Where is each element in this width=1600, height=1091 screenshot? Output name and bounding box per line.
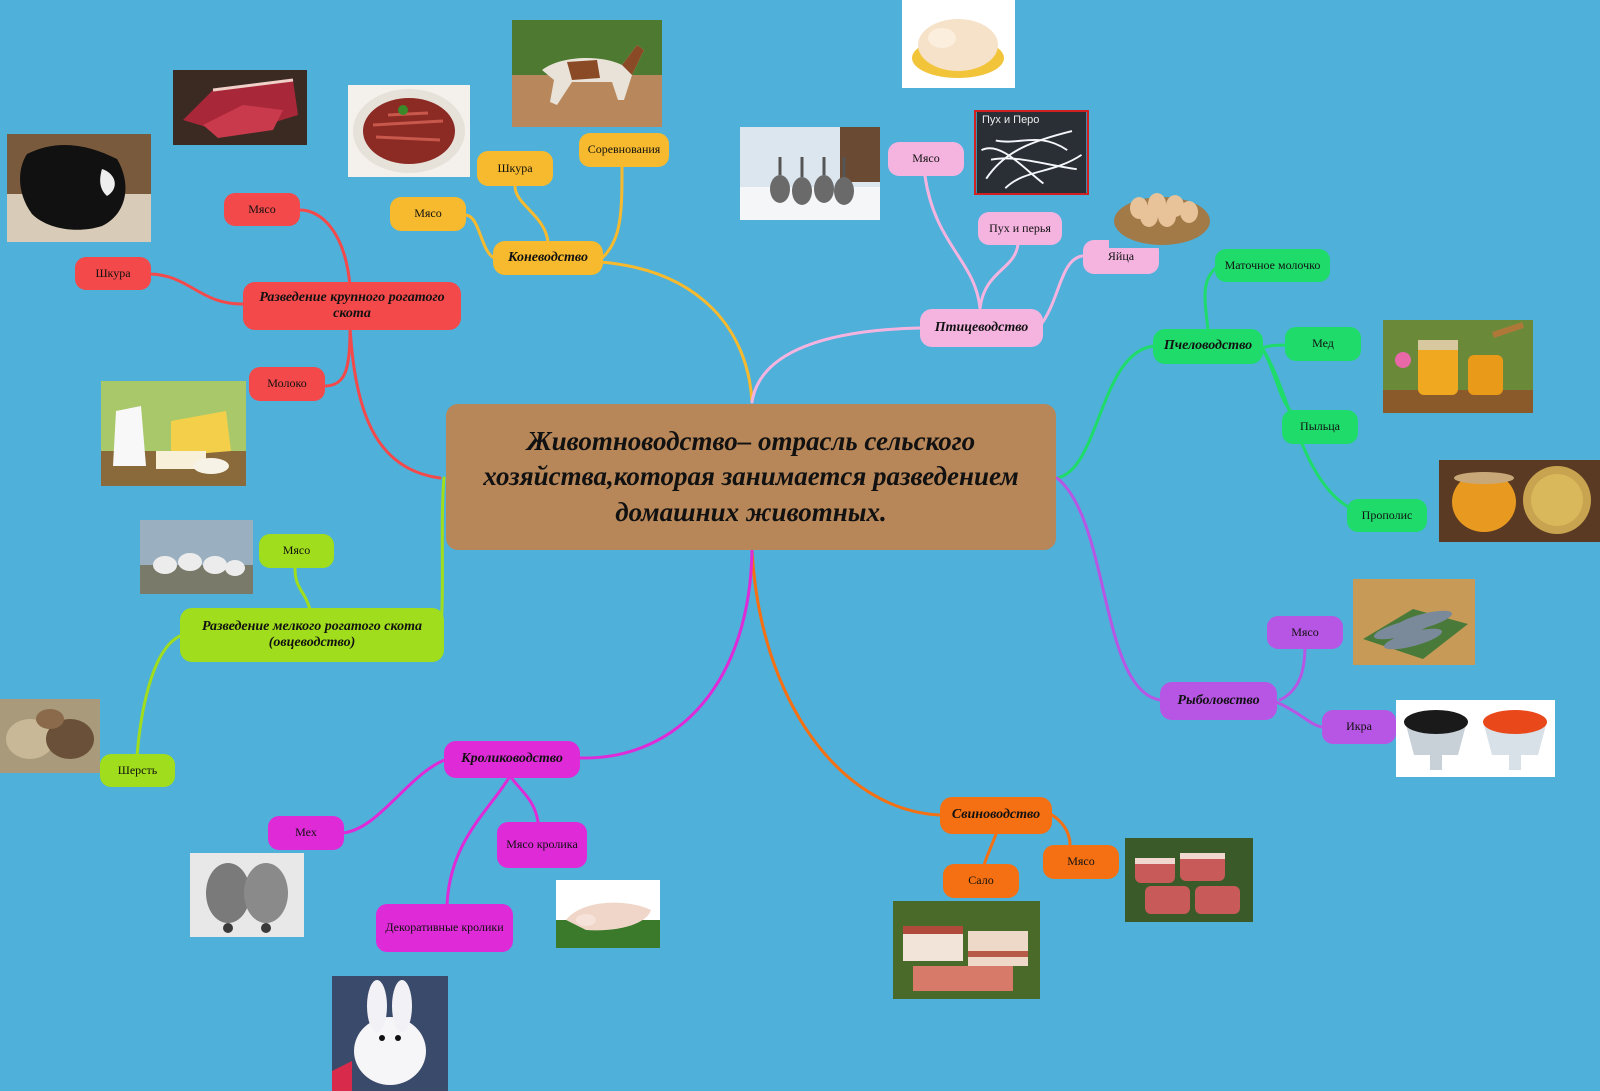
link-bees-jelly (1203, 264, 1220, 332)
link-rabbits-deco (445, 774, 512, 907)
link-horses-meat (463, 213, 496, 260)
horses-meat-node[interactable]: Мясо (390, 197, 466, 231)
bees-propolis-node[interactable]: Прополис (1347, 499, 1427, 532)
cattle-hide-node[interactable]: Шкура (75, 257, 151, 290)
branch-horses[interactable]: Коневодство (493, 241, 603, 275)
dairy-icon (101, 381, 246, 486)
branch-fishing[interactable]: Рыболовство (1160, 682, 1277, 720)
link-rabbits-meat (508, 774, 540, 824)
feathers-icon: Пух и Перо (974, 110, 1089, 195)
feathers-caption: Пух и Перо (982, 114, 1040, 126)
horse-icon (512, 20, 662, 127)
link-sheep-meat (293, 566, 312, 612)
cattle-milk-node[interactable]: Молоко (249, 367, 325, 401)
link-pigs-meat (1050, 813, 1072, 847)
poultry-down-node[interactable]: Пух и перья (978, 212, 1062, 245)
branch-rabbits[interactable]: Кролиководство (444, 741, 580, 778)
lard-icon (893, 901, 1040, 999)
wool-icon (0, 699, 100, 773)
propolis-icon (1439, 460, 1600, 542)
bees-pollen-node[interactable]: Пыльца (1282, 410, 1358, 444)
branch-poultry[interactable]: Птицеводство (920, 309, 1043, 347)
fish-icon (1353, 579, 1475, 665)
rabbits-meat-node[interactable]: Мясо кролика (497, 822, 587, 868)
central-topic[interactable]: Животноводство– отрасль сельского хозяйс… (446, 404, 1056, 550)
link-poultry-eggs (1038, 254, 1084, 328)
geese-icon (740, 127, 880, 220)
branch-bees[interactable]: Пчеловодство (1153, 329, 1263, 364)
pigs-lard-node[interactable]: Сало (943, 864, 1019, 898)
link-center-fishing (1055, 476, 1162, 702)
link-horses-sport (600, 164, 624, 260)
beef-icon (173, 70, 307, 145)
branch-pigs[interactable]: Свиноводство (940, 797, 1052, 834)
honey-icon (1383, 320, 1533, 413)
branch-sheep[interactable]: Разведение мелкого рогатого скота (овцев… (180, 608, 444, 662)
link-center-bees (1055, 344, 1157, 480)
central-topic-text: Животноводство– отрасль сельского хозяйс… (483, 425, 1019, 527)
sheep-icon (140, 520, 253, 594)
link-horses-hide (513, 184, 550, 244)
link-cattle-meat (298, 208, 352, 288)
branch-cattle[interactable]: Разведение крупного рогатого скота (243, 282, 461, 330)
bees-honey-node[interactable]: Мед (1285, 327, 1361, 361)
pork-icon (1125, 838, 1253, 922)
link-center-rabbits (578, 548, 754, 760)
link-rabbits-fur (340, 756, 452, 835)
bees-jelly-node[interactable]: Маточное молочко (1215, 249, 1330, 282)
horses-sport-node[interactable]: Соревнования (579, 133, 669, 167)
fur-mittens-icon (190, 853, 304, 937)
rabbit-meat-icon (556, 880, 660, 948)
link-poultry-meat (923, 174, 982, 310)
link-sheep-wool (135, 634, 182, 758)
link-center-horses (598, 260, 754, 404)
sliced-meat-icon (348, 85, 470, 177)
link-center-cattle (348, 324, 442, 480)
sheep-wool-node[interactable]: Шерсть (100, 754, 175, 787)
fur-rabbit-icon (332, 976, 448, 1091)
cattle-meat-node[interactable]: Мясо (224, 193, 300, 226)
rabbits-fur-node[interactable]: Мех (268, 816, 344, 850)
horses-hide-node[interactable]: Шкура (477, 151, 553, 186)
fishing-meat-node[interactable]: Мясо (1267, 616, 1343, 649)
link-center-pigs (750, 548, 942, 817)
eggs-icon (1109, 176, 1215, 248)
chicken-icon (902, 0, 1015, 88)
link-center-poultry (750, 326, 922, 404)
cowhide-icon (7, 134, 151, 242)
caviar-icon (1396, 700, 1555, 777)
link-fish-caviar (1274, 700, 1324, 729)
link-cattle-milk (324, 328, 352, 388)
poultry-meat-node[interactable]: Мясо (888, 142, 964, 176)
link-pigs-lard (982, 832, 998, 868)
sheep-meat-node[interactable]: Мясо (259, 534, 334, 568)
fishing-caviar-node[interactable]: Икра (1322, 710, 1396, 744)
rabbits-deco-node[interactable]: Декоративные кролики (376, 904, 513, 952)
link-poultry-down (978, 242, 1020, 310)
link-cattle-hide (148, 272, 246, 306)
pigs-meat-node[interactable]: Мясо (1043, 845, 1119, 879)
link-fish-meat (1278, 643, 1307, 702)
